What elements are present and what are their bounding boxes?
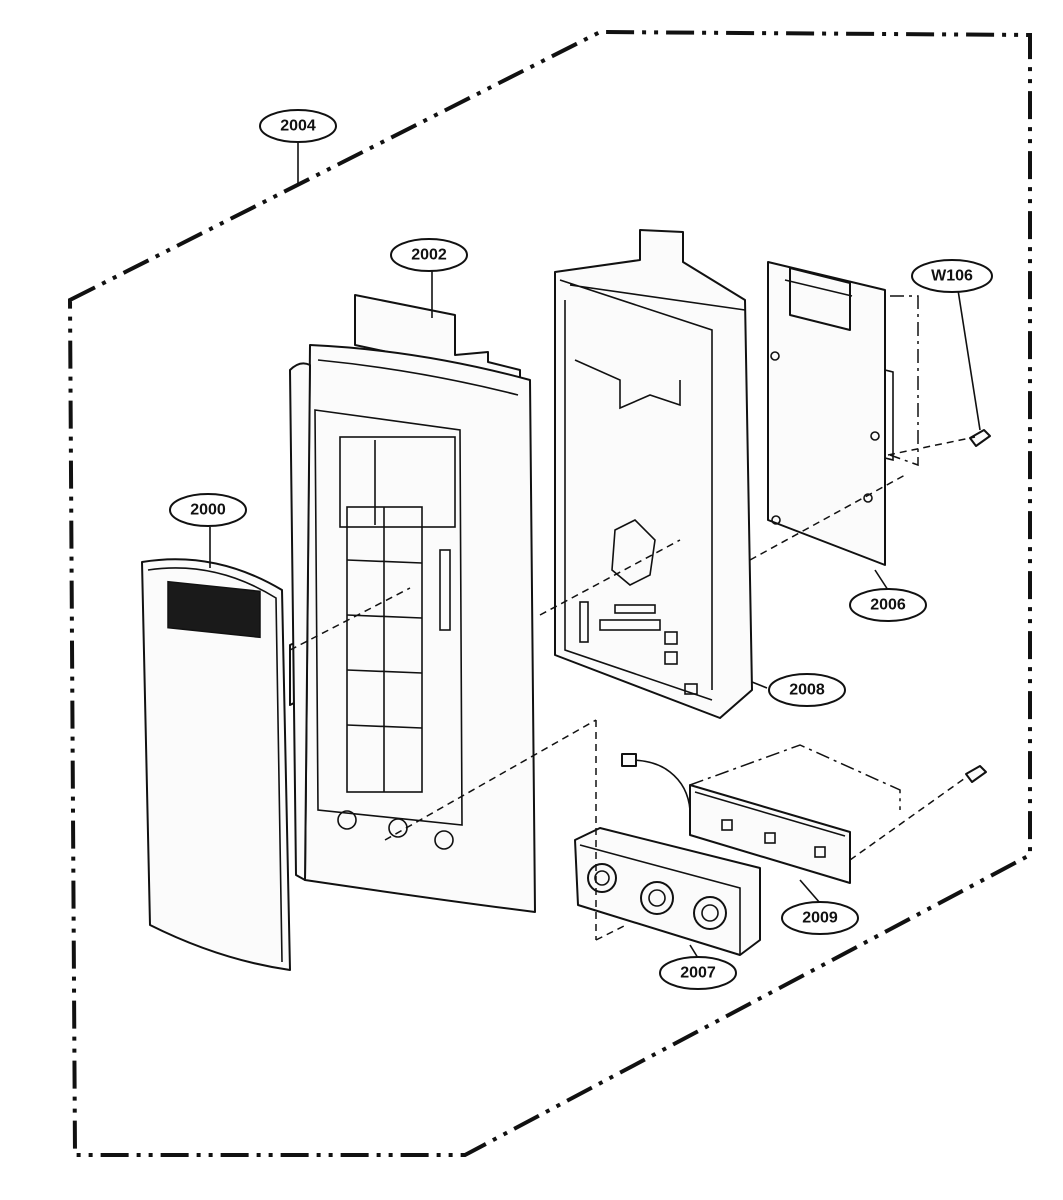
- leader-lines: [209, 143, 981, 959]
- overlay-film-2000: [141, 558, 349, 971]
- callout-label-w106: W106: [931, 268, 973, 285]
- display-window-frame: [339, 436, 456, 528]
- callout-label-2007: 2007: [680, 965, 716, 982]
- callout-label-2000: 2000: [190, 502, 226, 519]
- screw-w106: [965, 429, 991, 783]
- callout-2006: 2006: [849, 588, 927, 622]
- callout-label-2002: 2002: [411, 247, 447, 264]
- callout-2009: 2009: [781, 901, 859, 935]
- callout-label-2008: 2008: [789, 682, 825, 699]
- display-window: [167, 580, 261, 639]
- callout-label-2004: 2004: [280, 118, 316, 135]
- callout-label-2009: 2009: [802, 910, 838, 927]
- circuit-board-2006: [767, 261, 919, 566]
- callout-2007: 2007: [659, 956, 737, 990]
- knob-assembly-2007: [574, 827, 761, 956]
- alignment-lines: [289, 436, 976, 941]
- callout-2000: 2000: [169, 493, 247, 527]
- callout-2008: 2008: [768, 673, 846, 707]
- callout-2004: 2004: [259, 109, 337, 143]
- back-housing-2008: [554, 229, 753, 719]
- callout-w106: W106: [911, 259, 993, 293]
- control-frame-2002: [289, 294, 536, 913]
- sub-pcb-2009: [621, 744, 901, 884]
- callout-2002: 2002: [390, 238, 468, 272]
- callout-label-2006: 2006: [870, 597, 906, 614]
